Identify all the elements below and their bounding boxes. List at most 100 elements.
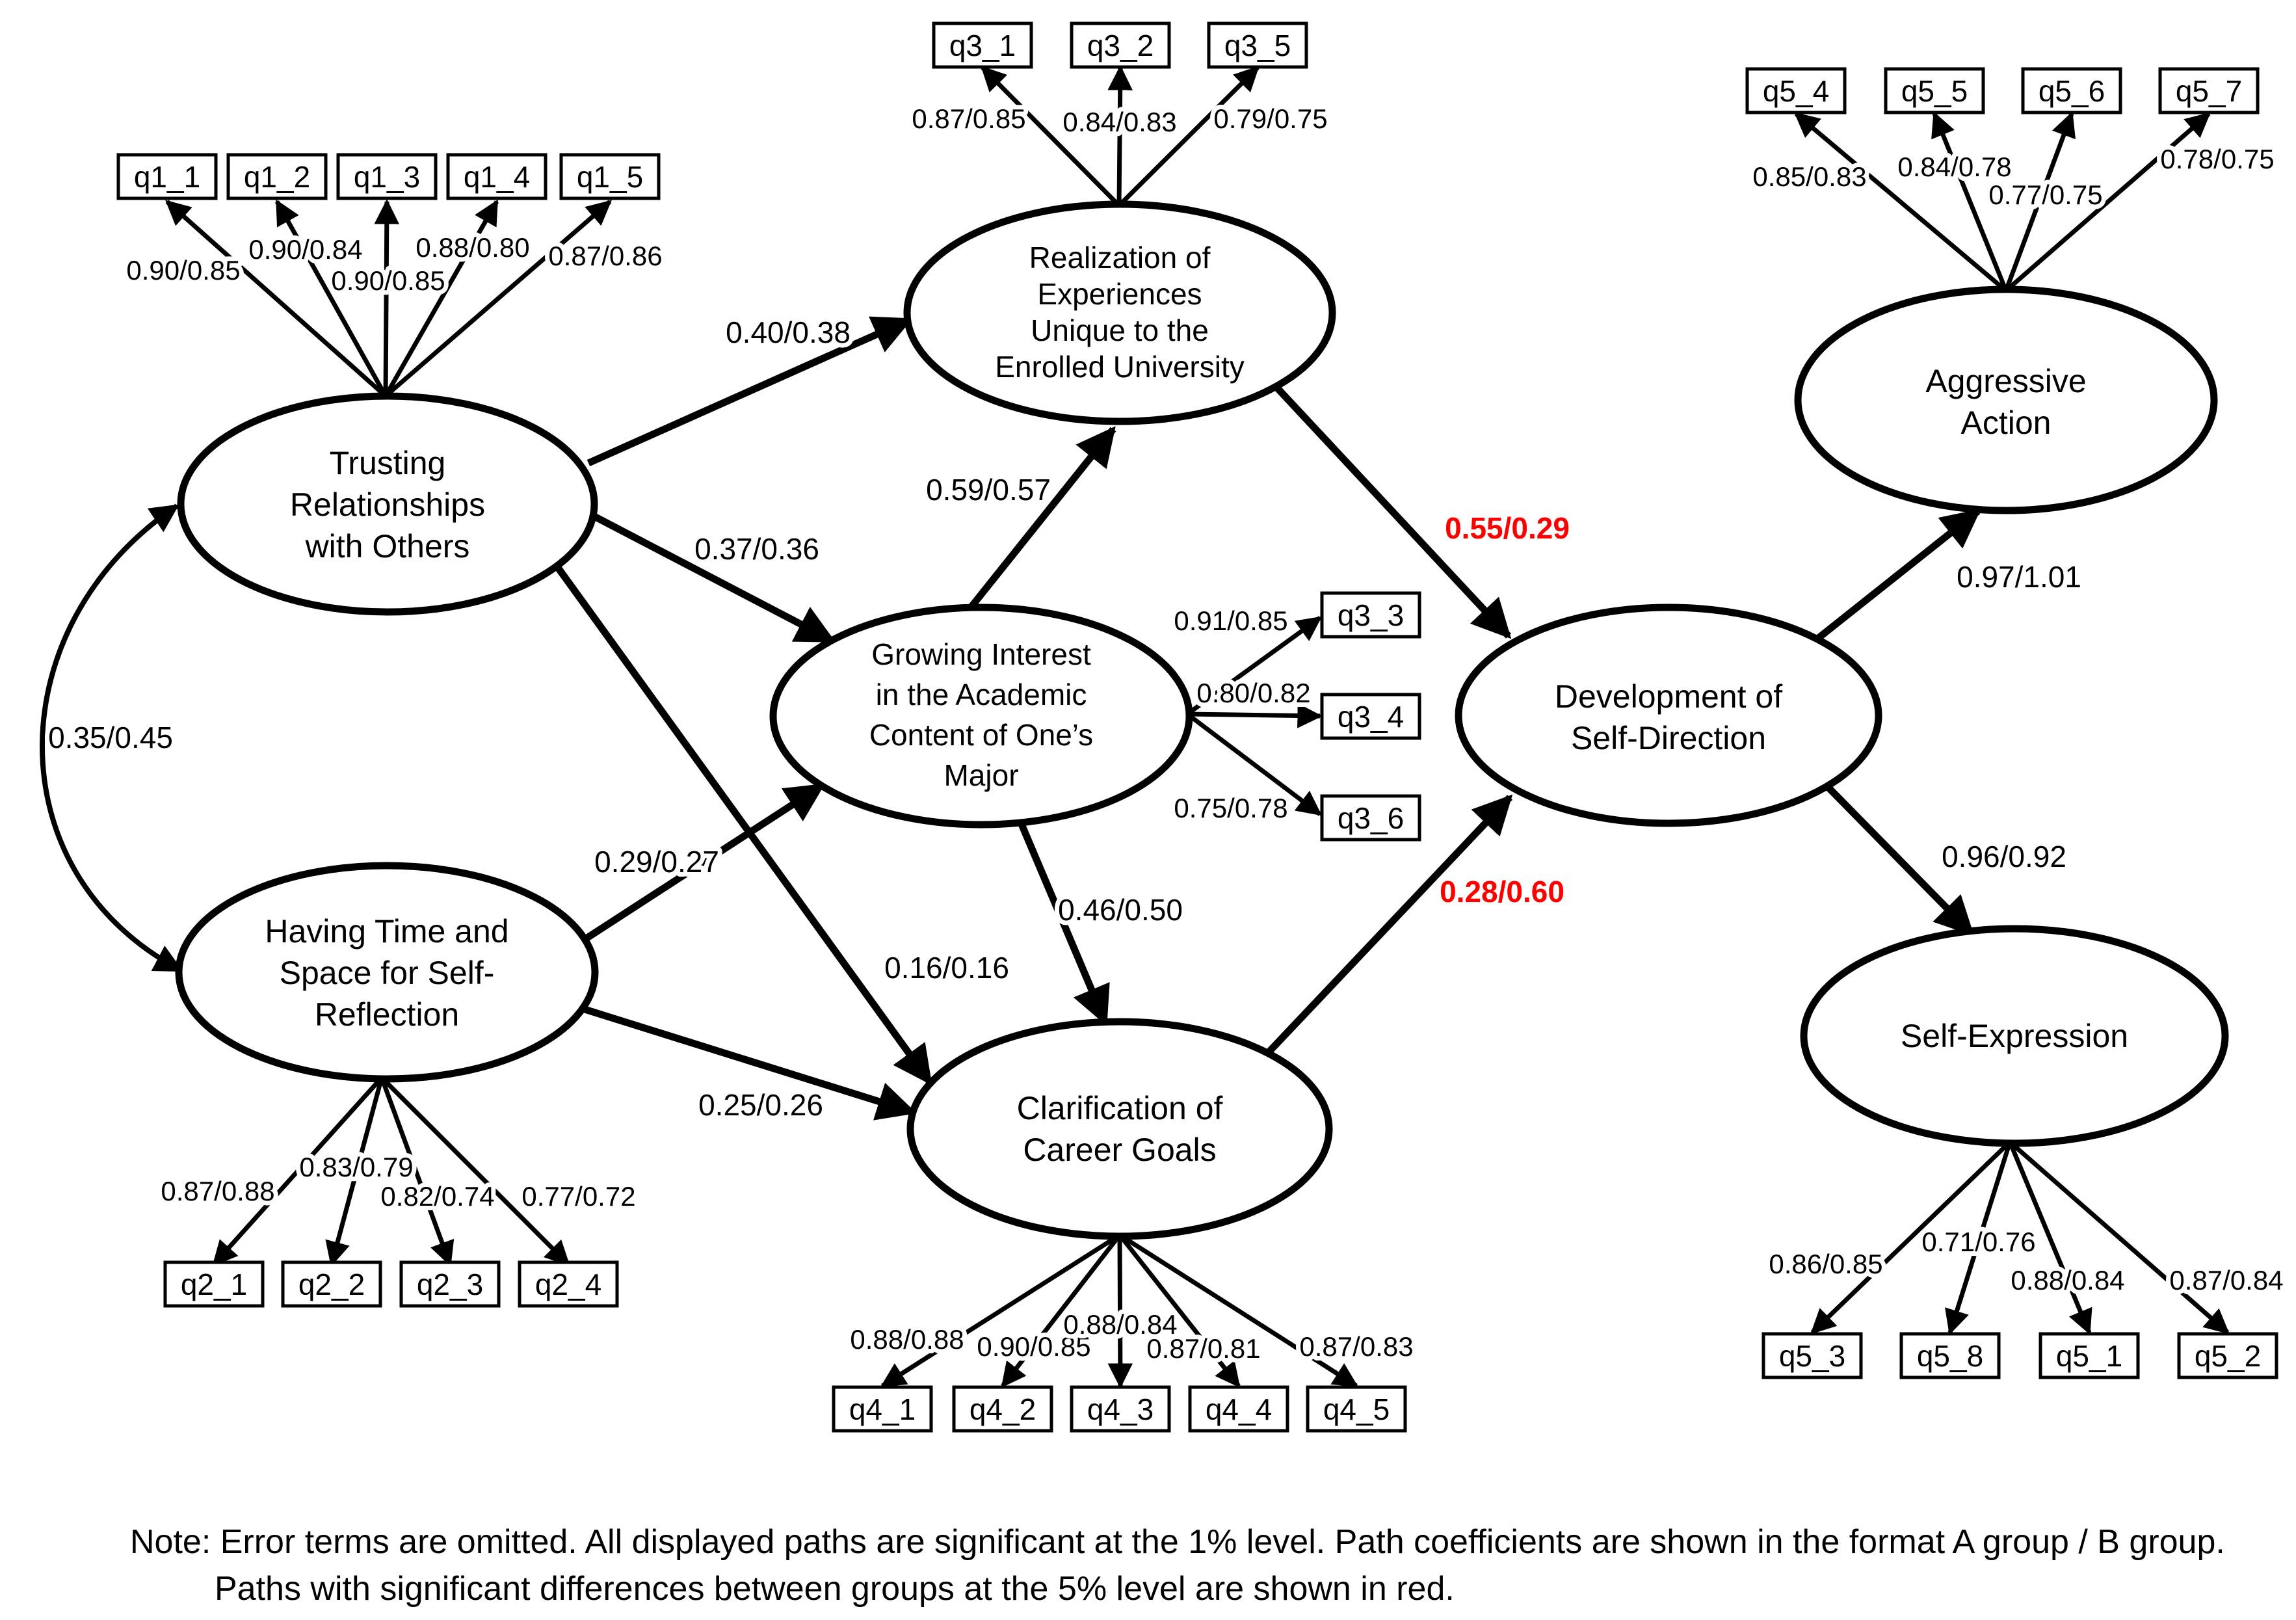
latent-self-expression: Self-Expression xyxy=(1800,925,2229,1147)
loading-q3_4: 0.80/0.82 xyxy=(1196,678,1310,708)
svg-text:q4_1: q4_1 xyxy=(849,1392,916,1426)
path-coef-having-growing: 0.29/0.27 xyxy=(594,845,719,879)
indicator-q1_4: q1_4 xyxy=(446,153,548,200)
loading-arrow-q5_5 xyxy=(1931,111,2009,292)
indicator-q1_3: q1_3 xyxy=(336,153,438,200)
loading-arrow-q5_2 xyxy=(2008,1140,2230,1335)
svg-text:q1_2: q1_2 xyxy=(244,160,310,194)
indicator-q2_1: q2_1 xyxy=(163,1260,265,1308)
path-arrow-having-growing xyxy=(585,782,826,941)
path-arrow-trusting-clarification xyxy=(553,563,933,1085)
loading-q5_5: 0.84/0.78 xyxy=(1897,152,2011,182)
latent-label: Clarification of xyxy=(1017,1090,1223,1126)
loading-q4_4: 0.87/0.81 xyxy=(1146,1333,1260,1364)
path-arrow-growing-clarification xyxy=(1017,821,1110,1026)
svg-text:q1_4: q1_4 xyxy=(464,160,530,194)
loading-arrow-q1_3 xyxy=(374,199,400,397)
loading-arrow-q3_5 xyxy=(1117,66,1260,207)
svg-text:q5_8: q5_8 xyxy=(1917,1339,1983,1373)
loading-arrow-q5_1 xyxy=(2007,1141,2092,1335)
loading-arrow-q2_1 xyxy=(212,1076,384,1266)
latent-label: Self-Direction xyxy=(1571,720,1766,756)
svg-text:q1_1: q1_1 xyxy=(134,160,200,194)
loading-q3_6: 0.75/0.78 xyxy=(1174,793,1287,823)
loading-q2_2: 0.83/0.79 xyxy=(299,1152,413,1182)
loading-q1_1: 0.90/0.85 xyxy=(126,255,240,285)
svg-text:q3_2: q3_2 xyxy=(1087,29,1154,62)
loading-q5_1: 0.88/0.84 xyxy=(2011,1265,2124,1295)
loading-arrow-q2_4 xyxy=(380,1076,570,1266)
indicator-q1_5: q1_5 xyxy=(559,153,661,200)
indicator-q5_5: q5_5 xyxy=(1884,67,1985,114)
loading-arrow-q1_2 xyxy=(274,199,388,397)
loading-arrow-q4_2 xyxy=(1001,1233,1122,1388)
latent-growing-interest: Growing Interest in the Academic Content… xyxy=(769,604,1193,829)
path-arrow-realization-development xyxy=(1271,382,1512,639)
loading-q3_3: 0.91/0.85 xyxy=(1174,605,1287,636)
svg-text:q3_1: q3_1 xyxy=(949,29,1016,62)
latent-label: Career Goals xyxy=(1023,1132,1216,1168)
indicator-q3_6: q3_6 xyxy=(1320,794,1421,842)
loading-arrow-q3_4 xyxy=(1187,703,1323,728)
latent-realization: Realization of Experiences Unique to the… xyxy=(903,200,1336,425)
indicator-q4_2: q4_2 xyxy=(952,1385,1053,1433)
indicator-q1_2: q1_2 xyxy=(226,153,328,200)
loading-arrow-q5_8 xyxy=(1945,1141,2012,1335)
note-line-2: Paths with significant differences betwe… xyxy=(215,1570,1455,1608)
loading-q1_5: 0.87/0.86 xyxy=(548,241,662,271)
loading-q5_7: 0.78/0.75 xyxy=(2160,144,2274,174)
svg-text:q3_6: q3_6 xyxy=(1338,801,1404,835)
latent-label: Having Time and xyxy=(265,913,508,949)
latent-ellipse xyxy=(1794,285,2218,514)
indicator-q4_4: q4_4 xyxy=(1188,1385,1289,1433)
loading-arrow-q5_3 xyxy=(1810,1140,2012,1335)
path-arrow-development-aggressive xyxy=(1814,508,1981,643)
svg-text:q1_3: q1_3 xyxy=(354,160,420,194)
path-coef-trusting-realization: 0.40/0.38 xyxy=(726,315,851,349)
svg-text:q2_2: q2_2 xyxy=(298,1268,365,1301)
loading-q4_2: 0.90/0.85 xyxy=(977,1331,1090,1362)
svg-text:q5_1: q5_1 xyxy=(2056,1339,2122,1373)
indicator-q5_1: q5_1 xyxy=(2039,1332,2140,1379)
loading-q5_2: 0.87/0.84 xyxy=(2169,1265,2283,1295)
indicator-q4_5: q4_5 xyxy=(1306,1385,1407,1433)
loading-arrow-q3_6 xyxy=(1185,712,1323,816)
loading-q5_8: 0.71/0.76 xyxy=(1921,1227,2035,1257)
loading-q5_3: 0.86/0.85 xyxy=(1769,1249,1882,1279)
indicator-q2_3: q2_3 xyxy=(399,1260,501,1308)
latent-development: Development of Self-Direction xyxy=(1455,604,1882,827)
latent-aggressive-action: Aggressive Action xyxy=(1794,285,2218,514)
latent-label: Enrolled University xyxy=(995,350,1244,384)
latent-label: with Others xyxy=(305,528,470,564)
covariance-coef-trusting-having: 0.35/0.45 xyxy=(48,721,173,754)
latent-ellipse xyxy=(177,392,598,616)
loading-arrow-q4_5 xyxy=(1118,1233,1359,1388)
loading-q2_1: 0.87/0.88 xyxy=(161,1176,274,1206)
loading-q1_3: 0.90/0.85 xyxy=(331,265,445,296)
path-arrow-clarification-development xyxy=(1265,794,1513,1056)
path-coefficient-labels: 0.40/0.38 0.37/0.36 0.59/0.57 0.29/0.27 … xyxy=(44,311,2086,1126)
loading-q3_1: 0.87/0.85 xyxy=(912,103,1025,134)
indicator-boxes: q1_1 q1_2 q1_3 q1_4 q1_5 q2_1 q2_2 q2_3 … xyxy=(116,21,2278,1433)
svg-text:q5_7: q5_7 xyxy=(2176,74,2242,108)
svg-text:q5_4: q5_4 xyxy=(1763,74,1829,108)
loading-arrow-q3_1 xyxy=(981,66,1121,207)
latent-ellipse xyxy=(769,604,1193,829)
path-coef-development-aggressive: 0.97/1.01 xyxy=(1957,560,2081,594)
loading-arrow-q5_4 xyxy=(1794,112,2008,293)
indicator-q5_3: q5_3 xyxy=(1762,1332,1863,1379)
loading-arrow-q3_2 xyxy=(1107,65,1133,206)
covariance-arrow-trusting-having xyxy=(40,503,183,973)
loading-q3_2: 0.84/0.83 xyxy=(1062,107,1176,137)
latent-label: Aggressive xyxy=(1925,363,2086,399)
latent-label: Trusting xyxy=(330,445,446,481)
latent-label: in the Academic xyxy=(876,678,1087,711)
loading-q2_4: 0.77/0.72 xyxy=(521,1181,635,1212)
loading-arrow-q1_1 xyxy=(165,200,388,398)
loading-arrows xyxy=(165,65,2230,1388)
loading-arrow-q5_6 xyxy=(2003,111,2076,292)
loading-q5_6: 0.77/0.75 xyxy=(1988,179,2102,210)
path-coef-having-clarification: 0.25/0.26 xyxy=(698,1088,823,1122)
indicator-q5_6: q5_6 xyxy=(2021,67,2122,114)
